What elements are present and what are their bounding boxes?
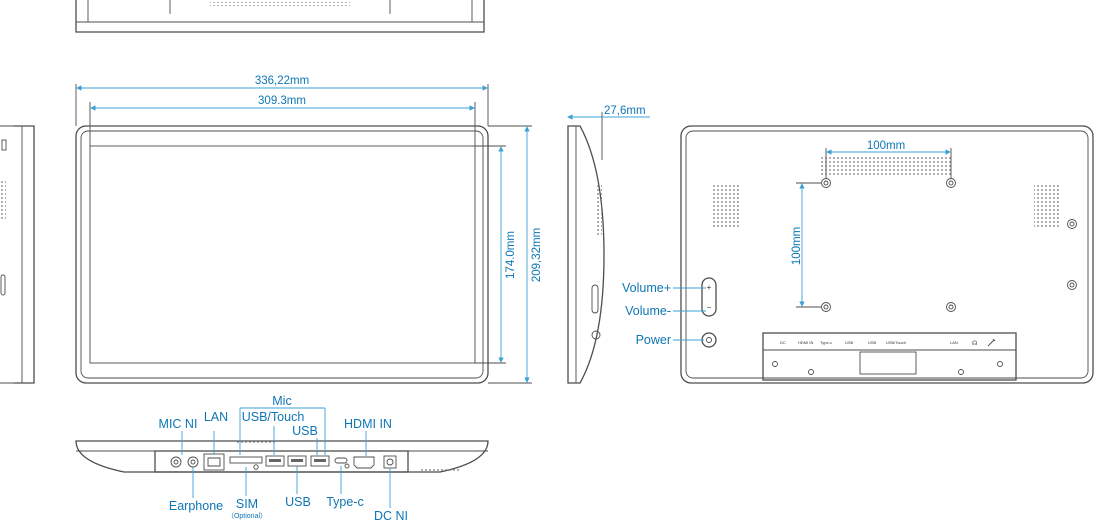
dim-overall-height: 209,32mm <box>531 228 543 282</box>
label-type-c: Type-c <box>326 495 364 509</box>
label-earphone: Earphone <box>169 499 223 513</box>
usb-port-2 <box>310 455 330 467</box>
label-usb-bottom: USB <box>285 495 311 509</box>
rear-port-usb-touch: USB/Touch <box>886 340 906 345</box>
sim-slot <box>229 456 263 464</box>
dim-overall-width: 336,22mm <box>255 75 309 87</box>
lan-port <box>203 453 225 471</box>
label-dc-ni: DC NI <box>374 509 408 523</box>
hdmi-port <box>353 456 375 469</box>
usb-touch-port <box>265 455 285 467</box>
rear-port-typec: Type-c <box>820 340 832 345</box>
dim-vesa-horizontal: 100mm <box>867 140 905 152</box>
top-view <box>75 0 485 33</box>
rear-port-hdmi: HDMI IN <box>798 340 813 345</box>
rear-port-usb-1: USB <box>845 340 854 345</box>
label-power: Power <box>636 333 671 347</box>
label-usb-top: USB <box>292 424 318 438</box>
label-mic-ni: MIC NI <box>159 417 198 431</box>
type-c-port <box>334 457 348 464</box>
dim-vesa-vertical: 100mm <box>791 227 803 265</box>
label-sim-optional: （Optional） <box>227 512 267 520</box>
dim-screen-width: 309.3mm <box>258 95 306 107</box>
svg-text:+: + <box>707 283 712 292</box>
dc-port <box>383 455 397 469</box>
left-side-view <box>0 125 35 384</box>
label-lan: LAN <box>204 410 228 424</box>
label-volume-down: Volume- <box>625 304 671 318</box>
label-volume-up: Volume+ <box>622 281 671 295</box>
volume-rocker <box>701 277 717 317</box>
back-view: 100mm 100mm + − Volume+ Volume- Power DC… <box>622 125 1094 384</box>
front-view: 336,22mm 309.3mm 174.0mm 209,32mm <box>75 75 543 384</box>
rear-port-lan: LAN <box>950 340 958 345</box>
rear-mic-icon <box>987 338 996 347</box>
svg-text:−: − <box>707 303 712 312</box>
right-side-view: 27,6mm <box>567 105 650 384</box>
label-sim: SIM <box>236 497 258 511</box>
power-button <box>701 332 717 348</box>
rear-port-usb-2: USB <box>868 340 877 345</box>
rear-port-dc: DC <box>780 340 786 345</box>
rear-earphone-icon: ☊ <box>972 340 977 347</box>
dim-depth: 27,6mm <box>604 105 646 117</box>
bottom-view: MIC NI LAN Mic USB/Touch USB HDMI IN Ear… <box>75 394 489 523</box>
label-mic: Mic <box>272 394 291 408</box>
dim-screen-height: 174.0mm <box>505 231 517 279</box>
label-usb-touch: USB/Touch <box>242 410 305 424</box>
label-hdmi-in: HDMI IN <box>344 417 392 431</box>
